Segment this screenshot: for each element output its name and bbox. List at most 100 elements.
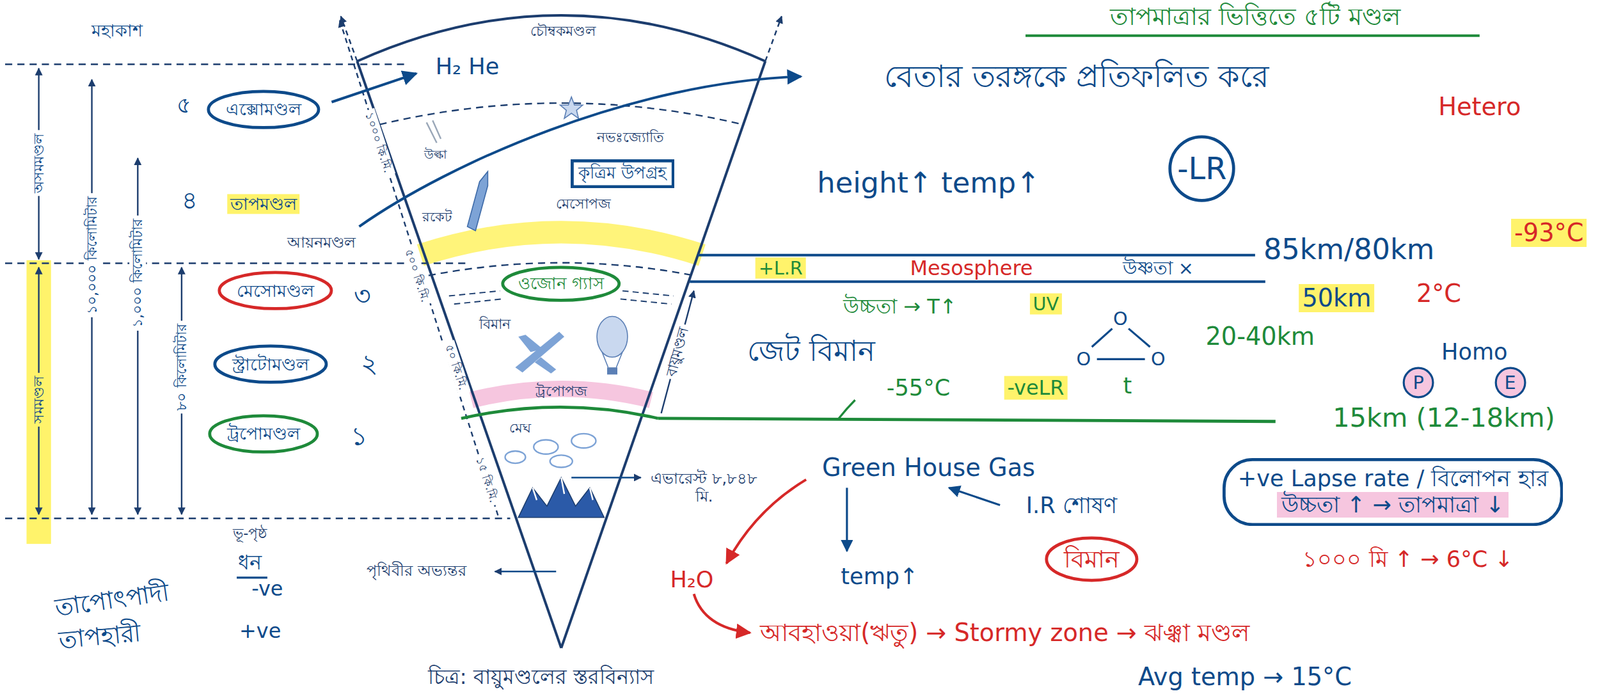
annotation-label: Hetero [1438,92,1521,121]
annotation-label: I.R শোষণ [1026,491,1117,518]
layer-ellipse: P [1401,365,1435,400]
annotation-label: তাপমণ্ডল [227,193,301,214]
airplane-icon [514,331,565,373]
annotation-label: ১০০০ মি ↑ → 6°C ↓ [1302,546,1513,572]
node-label: -LR [1177,150,1227,187]
annotation-label: t [1123,372,1133,399]
node-label: বিমান [1063,545,1120,574]
annotation-label: UV [1029,293,1062,315]
annotation-label: Homo [1441,339,1508,365]
annotation-label: ১০০০ কি.মি. [362,108,396,178]
annotation-label: H₂O [669,566,714,593]
annotation-label: height↑ temp↑ [816,166,1040,200]
annotation-label: O [1113,307,1128,329]
annotation-label: তাপহারী [57,619,143,655]
annotation-label: ১,০০০ কিলোমিটার [129,216,146,332]
annotation-label: -93°C [1511,218,1587,247]
annotation-label: মেসোপজ [555,195,611,213]
height-arrows [39,68,182,515]
node-shape [207,90,318,128]
annotation-label: ৮০ কিলোমিটার [173,321,191,414]
layer-ellipse: স্ট্রাটোমণ্ডল [211,342,330,386]
node-text-stack: এক্সোমণ্ডল [205,88,322,131]
node-text-stack: E [1493,365,1528,400]
node-shape [1495,367,1526,398]
annotation-label: বেতার তরঙ্গকে প্রতিফলিত করে [884,58,1269,95]
node-label: স্ট্রাটোমণ্ডল [232,354,309,375]
aurora-icon [560,97,583,119]
node-shape [1223,459,1562,524]
node-text-stack: স্ট্রাটোমণ্ডল [211,342,330,386]
annotation-label: H₂ He [435,53,500,80]
annotation-label: উষ্ণতা × [1122,257,1194,279]
annotation-label: মহাকাশ [91,20,143,41]
annotation-label: Green House Gas [822,453,1036,482]
annotation-label: O [1076,348,1092,370]
title-underline [1025,35,1480,37]
annotation-label: -veLR [1004,376,1068,400]
annotation-label: Avg temp → 15°C [1138,662,1352,691]
title: তাপমাত্রার ভিত্তিতে ৫টি মণ্ডল [1109,2,1401,31]
annotation-label: ১০,০০০ কিলোমিটার [83,193,101,318]
node-text-stack: বিমান [1043,534,1141,584]
node-label: P [1412,372,1424,394]
tropopause-line [461,399,1276,421]
node-shape [571,160,674,187]
annotation-label: ধন [237,550,262,575]
layer-ellipse: -LR [1166,133,1237,204]
annotation-label: ৪ [181,186,198,215]
annotation-label: O [1150,348,1166,370]
annotation-label: ৫ [176,92,192,118]
annotation-label: ভূ-পৃষ্ঠ [232,525,267,542]
layer-ellipse: বিমান [1043,534,1141,584]
annotation-label: নভঃজ্যোতি [596,129,665,146]
node-text-stack: ট্রপোমণ্ডল [206,412,321,455]
layer-box: কৃত্রিম উপগ্রহ [570,159,675,189]
node-shape [214,346,327,383]
node-text-stack: ওজোন গ্যাস [499,264,623,304]
node-label: E [1504,372,1517,394]
annotation-label: 85km/80km [1263,233,1435,267]
node-label: ওজোন গ্যাস [518,274,604,294]
annotation-label: 50km [1299,284,1375,313]
annotation-label: -55°C [886,374,951,401]
annotation-label: +ve [239,618,281,643]
node-label: ট্রপোমণ্ডল [227,423,301,444]
annotation-label: Mesosphere [909,256,1033,281]
annotation-label: 15km (12-18km) [1332,403,1556,434]
node-label: উচ্চতা ↑ → তাপমাত্রা ↓ [1276,491,1509,518]
node-text-stack: -LR [1166,133,1237,204]
annotation-label: ২ [360,349,379,381]
node-text-stack: P [1401,365,1435,400]
rocket-icon [467,171,489,231]
layer-ellipse: মেসোমণ্ডল [216,269,335,312]
node-shape [502,267,620,301]
layer-ellipse: E [1493,365,1528,400]
annotation-label: পৃথিবীর অভ্যন্তর [366,562,467,581]
node-label: কৃত্রিম উপগ্রহ [578,163,666,183]
annotation-label: বিমান [479,316,511,333]
node-label: +ve Lapse rate / বিলোপন হার [1237,465,1549,492]
annotation-label: মেঘ [509,420,531,437]
node-shape [1046,538,1137,581]
clouds [505,433,597,468]
layer-lines [689,255,1266,282]
annotation-label: আবহাওয়া(ঋতু) → Stormy zone → ঝঞ্ঝা মণ্ড… [760,618,1250,647]
layer-ellipse: ট্রপোমণ্ডল [206,412,321,455]
annotation-label: +L.R [755,257,807,279]
node-text-stack: মেসোমণ্ডল [216,269,335,312]
layer-ellipse: এক্সোমণ্ডল [205,88,322,131]
highlight-band [26,232,702,544]
annotation-label: অসমমণ্ডল [30,130,48,197]
leader-arrows [236,73,1151,578]
balloon-icon [596,316,628,375]
annotation-label: উল্কা [424,147,448,162]
layer-ellipse: ওজোন গ্যাস [499,264,623,304]
annotation-label: temp↑ [840,563,919,590]
node-shape [219,272,332,309]
boundary-lines [5,63,511,519]
mountains [518,477,604,517]
annotation-label: উচ্চতা → T↑ [843,294,957,318]
meteor-icon [426,120,441,143]
